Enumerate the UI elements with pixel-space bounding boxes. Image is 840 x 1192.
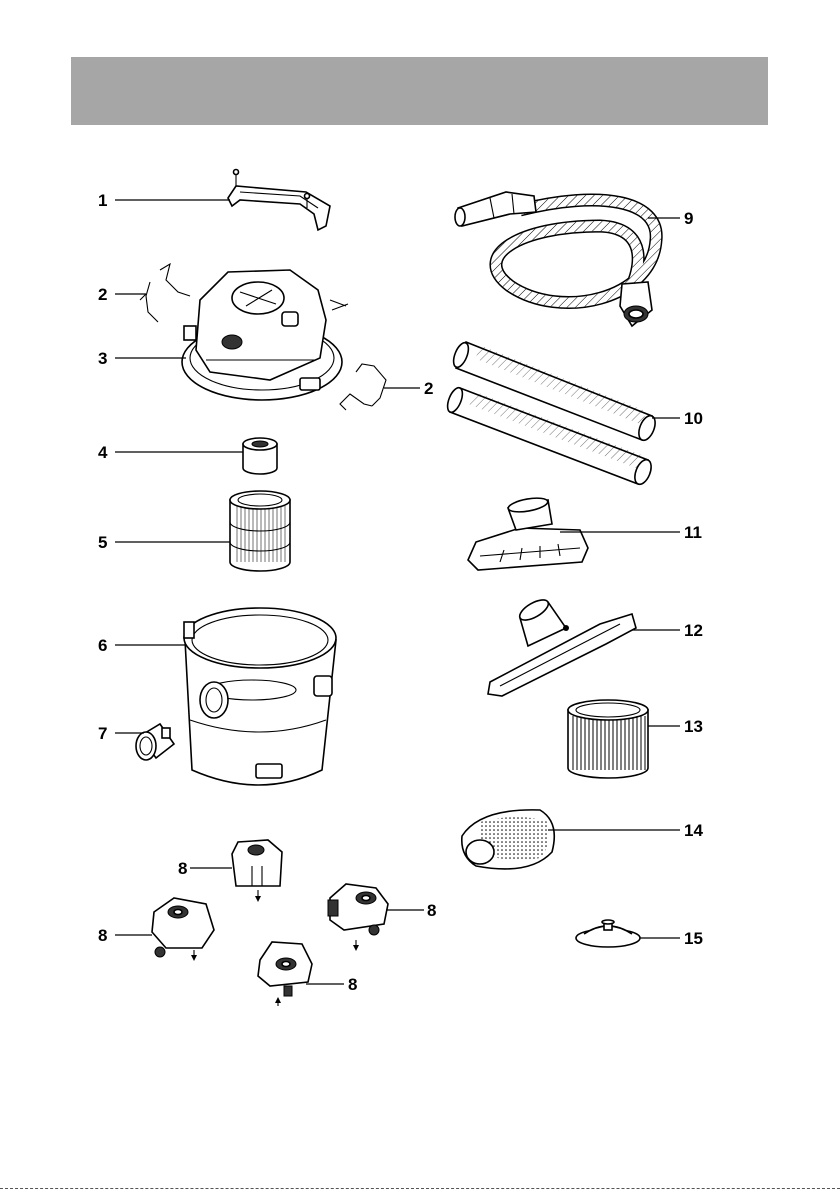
callout-caster-2: 8 [98,926,107,945]
cartridge-filter-part [568,700,648,778]
callout-filter-lid: 15 [684,929,703,948]
callout-tank: 6 [98,636,107,655]
filter-lid-part [576,920,640,947]
latch-right-part [340,364,386,410]
caster-4-part [258,942,312,1006]
callout-filter-cage: 5 [98,533,107,552]
extension-wands-part [445,341,659,487]
floor-nozzle-part [488,596,636,696]
callout-utility-nozzle: 11 [684,523,702,542]
callout-latch-left: 2 [98,285,107,304]
hose-part [455,192,656,326]
tank-part [184,608,336,785]
callout-foam-filter: 4 [98,443,108,462]
callout-caster-4: 8 [348,975,357,994]
callout-latch-right: 2 [424,379,433,398]
callout-handle: 1 [98,191,107,210]
callout-filter-bag: 14 [684,821,703,840]
caster-1-part [232,840,282,902]
handle-part [228,170,330,231]
callout-motor-head: 3 [98,349,107,368]
filter-cage-part [230,491,290,571]
motor-head-part [182,270,348,400]
inlet-adapter-part [136,724,174,760]
callout-caster-3: 8 [427,901,436,920]
callout-hose: 9 [684,209,693,228]
callout-cartridge-filter: 13 [684,717,703,736]
caster-2-part [152,898,214,961]
latch-left-part [140,264,190,322]
callout-extension-wands: 10 [684,409,703,428]
filter-bag-part [462,810,555,869]
callout-floor-nozzle: 12 [684,621,703,640]
foam-filter-part [243,438,277,474]
utility-nozzle-part [468,496,588,570]
page-bottom-border [0,1188,840,1189]
caster-3-part [328,884,388,951]
callout-inlet-adapter: 7 [98,724,107,743]
callout-caster-1: 8 [178,859,187,878]
